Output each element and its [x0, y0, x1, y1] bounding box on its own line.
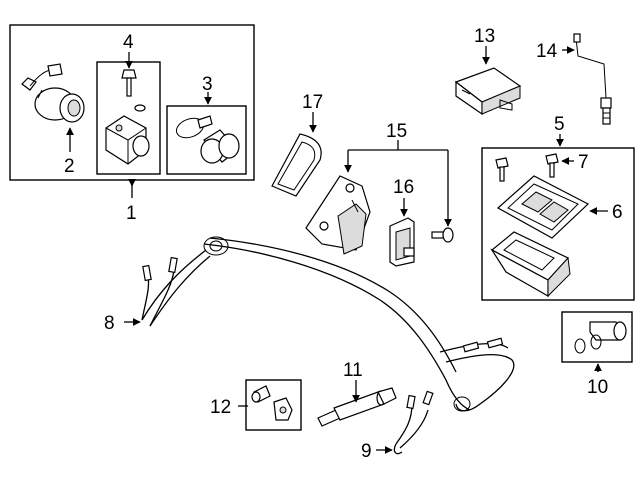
- callout-14: 14: [536, 41, 558, 62]
- part-16-clip: [389, 217, 415, 267]
- callout-8: 8: [104, 313, 115, 334]
- part-6-gasket-bracket: [490, 175, 590, 298]
- part-8-harness: [141, 236, 515, 412]
- part-10-bolt-set: [574, 321, 627, 354]
- callout-7: 7: [578, 152, 589, 173]
- callout-12: 12: [210, 397, 231, 418]
- part-15-housing: [305, 175, 371, 255]
- callout-2: 2: [64, 156, 75, 177]
- callout-16: 16: [393, 177, 414, 198]
- group-box-3: [166, 105, 247, 175]
- callout-5: 5: [554, 114, 565, 135]
- part-17-cover: [271, 133, 322, 197]
- callout-6: 6: [612, 202, 623, 223]
- callout-1: 1: [126, 203, 137, 224]
- callout-10: 10: [587, 377, 608, 398]
- part-4-bracket: [105, 69, 150, 165]
- part-2-camera: [21, 63, 85, 123]
- group-box-10: [561, 311, 633, 363]
- callout-13: 13: [474, 26, 495, 47]
- part-11-actuator: [317, 387, 397, 427]
- part-14-sensor: [573, 33, 612, 125]
- callout-9: 9: [361, 441, 372, 462]
- callout-11: 11: [343, 360, 363, 381]
- callout-15: 15: [386, 121, 407, 142]
- callout-4: 4: [123, 32, 134, 53]
- part-5-screws: [495, 153, 559, 182]
- part-9-harness-end: [393, 390, 434, 455]
- part-13-module: [454, 67, 522, 116]
- group-box-12: [245, 379, 302, 431]
- part-15-push-pin: [431, 227, 454, 243]
- part-3-clamp: [175, 115, 240, 164]
- callout-17: 17: [302, 92, 323, 113]
- part-12-clip-nut: [251, 385, 293, 421]
- group-box-5: [481, 147, 635, 301]
- callout-3: 3: [202, 74, 213, 95]
